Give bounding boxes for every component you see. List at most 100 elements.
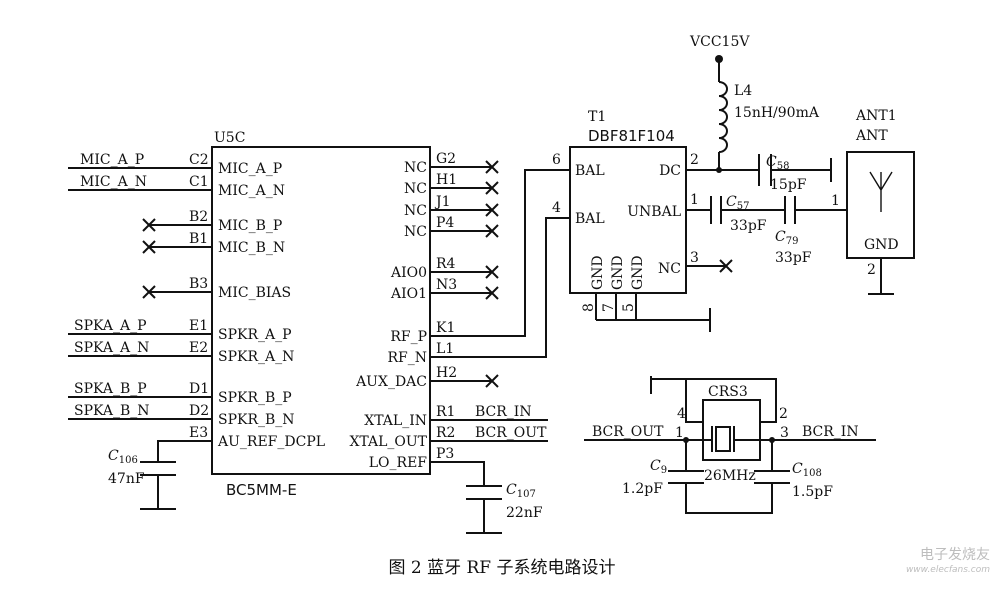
- pin-number: N3: [436, 277, 457, 293]
- t1-pin-dc: DC: [659, 163, 681, 179]
- ant1-ref: ANT1: [855, 108, 897, 124]
- t1-pin-number: 8: [581, 303, 597, 312]
- pin-name: XTAL_IN: [364, 413, 427, 429]
- c9-label: C9: [650, 458, 667, 476]
- crs3-ref: CRS3: [708, 384, 748, 400]
- pin-name: AIO1: [390, 286, 427, 302]
- pin-name: MIC_B_P: [218, 218, 282, 234]
- capacitor-c106: C106 47nF: [108, 448, 176, 510]
- capacitor-c107: C107 22nF: [466, 482, 543, 534]
- c106-value: 47nF: [108, 471, 145, 487]
- t1-ref: T1: [588, 109, 606, 125]
- pin-name: AUX_DAC: [355, 374, 427, 390]
- c106-label: C106: [108, 448, 138, 466]
- t1-pin-number: 1: [690, 192, 699, 208]
- pin-number: E3: [189, 425, 208, 441]
- net-label-bcr-in: BCR_IN: [802, 424, 859, 440]
- pin-name: NC: [404, 160, 427, 176]
- watermark-url: www.elecfans.com: [905, 565, 990, 575]
- net-label-mic-a-n: MIC_A_N: [80, 174, 147, 190]
- pin-number: J1: [434, 194, 451, 210]
- crs3-pin-1: 1: [675, 425, 684, 441]
- t1-gnd-label: GND: [590, 255, 606, 290]
- pin-number: E2: [189, 340, 208, 356]
- net-label-bcr-in-u5c: BCR_IN: [475, 404, 532, 420]
- t1-pin-nc: NC: [658, 261, 681, 277]
- t1-pin-number: 5: [621, 303, 637, 312]
- pin-name: SPKR_B_N: [218, 412, 295, 428]
- pin-number: C2: [189, 152, 209, 168]
- t1-pin-unbal: UNBAL: [627, 204, 681, 220]
- c58-label: C58: [766, 154, 789, 172]
- pin-name: LO_REF: [369, 455, 428, 471]
- pin-number: P3: [436, 446, 454, 462]
- c57-value: 33pF: [730, 218, 767, 234]
- pin-number: L1: [436, 341, 454, 357]
- net-label-bcr-out: BCR_OUT: [592, 424, 664, 440]
- c108-label: C108: [792, 461, 822, 479]
- pin-number: C1: [189, 174, 209, 190]
- watermark: 电子发烧友 www.elecfans.com: [906, 548, 990, 578]
- pin-number: H1: [436, 172, 457, 188]
- capacitor-c57: C57 33pF: [710, 194, 767, 234]
- pin-name: AU_REF_DCPL: [217, 434, 325, 450]
- crystal-crs3: CRS3 4 2 1 3 26MHz: [650, 376, 789, 484]
- t1-pin-number: 6: [552, 152, 561, 168]
- net-label-spka-b-p: SPKA_B_P: [74, 381, 147, 397]
- t1-pin-bal: BAL: [575, 211, 605, 227]
- pin-name: NC: [404, 181, 427, 197]
- pin-number: K1: [436, 320, 455, 336]
- u5c-right-wires: [430, 166, 570, 486]
- t1-pin-number: 3: [690, 250, 699, 266]
- pin-name: MIC_A_P: [218, 161, 282, 177]
- t1-pin-bal: BAL: [575, 163, 605, 179]
- t1-gnd-label: GND: [630, 255, 646, 290]
- no-connect-marks-right: [485, 160, 499, 388]
- c107-label: C107: [506, 482, 536, 500]
- vcc-supply: VCC15V: [689, 34, 750, 82]
- capacitor-c58: C58 15pF: [758, 154, 832, 193]
- vcc-label: VCC15V: [689, 34, 750, 50]
- pin-number: B1: [189, 231, 208, 247]
- pin-name: XTAL_OUT: [349, 434, 427, 450]
- capacitor-c108: C108 1.5pF: [754, 440, 833, 500]
- figure-caption: 图 2 蓝牙 RF 子系统电路设计: [388, 558, 616, 578]
- net-label-spka-a-p: SPKA_A_P: [74, 318, 147, 334]
- crs3-pin-4: 4: [677, 406, 686, 422]
- c9-value: 1.2pF: [622, 481, 663, 497]
- u5c-left-wires: [68, 167, 212, 462]
- pin-number: E1: [189, 318, 208, 334]
- u5c-chip: U5C BC5MM-E: [211, 130, 431, 499]
- c79-label: C79: [775, 229, 798, 247]
- capacitor-c9: C9 1.2pF: [622, 440, 773, 514]
- t1-gnd-label: GND: [610, 255, 626, 290]
- l4-value: 15nH/90mA: [734, 105, 820, 121]
- pin-name: NC: [404, 203, 427, 219]
- pin-number: R1: [436, 404, 455, 420]
- crs3-pin-3: 3: [780, 425, 789, 441]
- t1-pin-number: 2: [690, 152, 699, 168]
- pin-name: RF_P: [390, 329, 427, 345]
- net-label-spka-b-n: SPKA_B_N: [74, 403, 150, 419]
- watermark-name: 电子发烧友: [920, 547, 990, 563]
- c58-value: 15pF: [770, 177, 807, 193]
- pin-name: SPKR_B_P: [218, 390, 292, 406]
- pin-name: MIC_A_N: [218, 183, 285, 199]
- c57-label: C57: [726, 194, 749, 212]
- net-label-bcr-out-u5c: BCR_OUT: [475, 425, 547, 441]
- c79-value: 33pF: [775, 250, 812, 266]
- crs3-freq: 26MHz: [704, 468, 756, 484]
- pin-name: NC: [404, 224, 427, 240]
- pin-number: B3: [189, 276, 208, 292]
- t1-pin-number: 7: [601, 303, 617, 312]
- u5c-right-pin-names: NC NC NC NC AIO0 AIO1 RF_P RF_N AUX_DAC …: [349, 160, 427, 471]
- pin-name: MIC_BIAS: [218, 285, 291, 301]
- no-connect-marks-left: [142, 218, 156, 299]
- u5c-left-pin-names: MIC_A_P MIC_A_N MIC_B_P MIC_B_N MIC_BIAS…: [217, 161, 325, 450]
- pin-name: RF_N: [387, 350, 427, 366]
- c108-value: 1.5pF: [792, 484, 833, 500]
- pin-name: AIO0: [390, 265, 427, 281]
- crs3-pin-2: 2: [779, 406, 788, 422]
- ant1-type: ANT: [855, 128, 888, 144]
